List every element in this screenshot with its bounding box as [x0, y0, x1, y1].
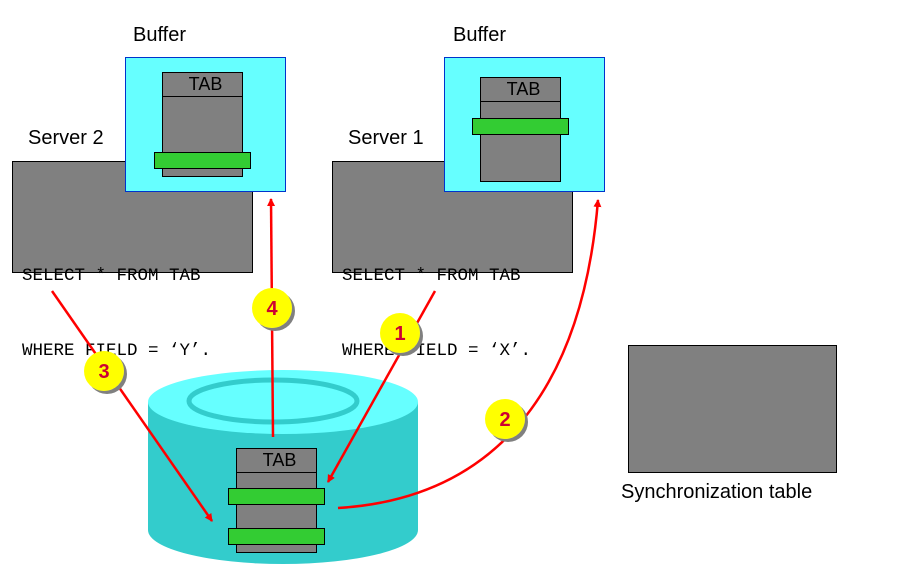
server2-buffer-label: Buffer [133, 24, 186, 46]
server2-label: Server 2 [28, 127, 104, 149]
server1-buffer-row [472, 118, 569, 135]
server1-sql-line2: WHERE FIELD = ‘X’. [342, 341, 532, 361]
server1-buffer-label: Buffer [453, 24, 506, 46]
server2-sql: SELECT * FROM TAB WHERE FIELD = ‘Y’. [22, 214, 211, 414]
step-number-1: 1 [394, 323, 405, 345]
step-number-3: 3 [98, 361, 109, 383]
server1-buffer-table-label: TAB [481, 78, 560, 102]
sync-table-box [628, 345, 837, 473]
step-number-4: 4 [266, 298, 278, 320]
server2-sql-line1: SELECT * FROM TAB [22, 266, 201, 286]
step-badge-3 [84, 351, 124, 391]
step-badge-4 [252, 288, 292, 328]
step-number-2: 2 [499, 409, 510, 431]
arrow-step-2 [337, 199, 602, 510]
arrow-step-3 [50, 290, 214, 522]
arrow-step-1 [326, 290, 437, 483]
step-badge-1 [380, 313, 420, 353]
server2-buffer-row [154, 152, 251, 169]
server1-sql-line1: SELECT * FROM TAB [342, 266, 521, 286]
server1-buffer: TAB [444, 57, 605, 192]
server2-buffer: TAB [125, 57, 286, 192]
server2-buffer-table-label: TAB [163, 73, 242, 97]
database-table-label: TAB [237, 449, 316, 473]
step-badge-2 [485, 399, 525, 439]
database-row-y [228, 528, 325, 545]
sync-table-label: Synchronization table [621, 481, 813, 503]
server1-sql: SELECT * FROM TAB WHERE FIELD = ‘X’. [342, 214, 531, 414]
server1-label: Server 1 [348, 127, 424, 149]
database-row-x [228, 488, 325, 505]
